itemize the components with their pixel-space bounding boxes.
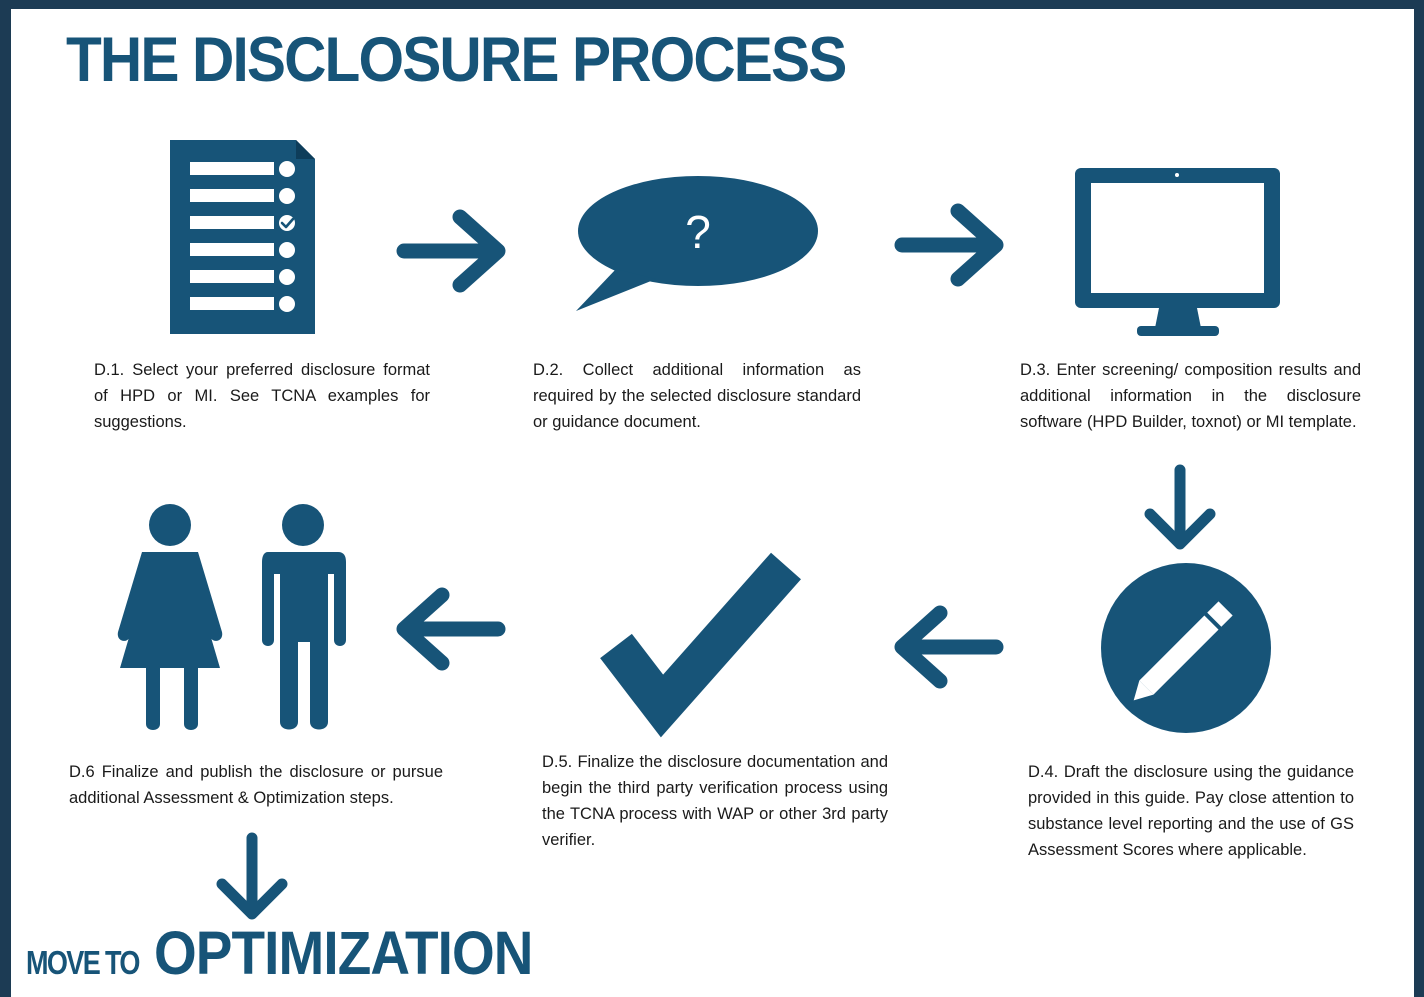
arrow-down-icon bbox=[212, 830, 292, 922]
arrow-left-icon bbox=[394, 586, 506, 672]
step-d1-text: D.1. Select your preferred disclosure fo… bbox=[94, 361, 430, 431]
computer-monitor-icon bbox=[1075, 168, 1281, 338]
arrow-right-icon bbox=[894, 202, 1006, 288]
checkmark-icon bbox=[600, 548, 802, 738]
question-speech-bubble-icon: ? bbox=[576, 174, 822, 314]
step-d3-text: D.3. Enter screening/ composition result… bbox=[1020, 361, 1361, 431]
arrow-right-icon bbox=[396, 208, 508, 294]
step-d4-text: D.4. Draft the disclosure using the guid… bbox=[1028, 763, 1354, 859]
footer-main: OPTIMIZATION bbox=[154, 919, 533, 987]
svg-text:?: ? bbox=[685, 206, 711, 258]
footer-prefix: MOVE TO bbox=[26, 944, 140, 981]
arrow-down-icon bbox=[1140, 462, 1220, 552]
move-to-optimization-link[interactable]: MOVE TO OPTIMIZATION bbox=[26, 918, 575, 988]
page-title: THE DISCLOSURE PROCESS bbox=[66, 25, 847, 95]
pencil-circle-icon bbox=[1100, 562, 1272, 734]
step-d5-text: D.5. Finalize the disclosure documentati… bbox=[542, 753, 888, 849]
checklist-document-icon bbox=[168, 140, 318, 336]
step-d6-text: D.6 Finalize and publish the disclosure … bbox=[69, 763, 443, 807]
people-icon bbox=[117, 502, 350, 734]
step-d2-text: D.2. Collect additional information as r… bbox=[533, 361, 861, 431]
arrow-left-icon bbox=[892, 604, 1004, 690]
